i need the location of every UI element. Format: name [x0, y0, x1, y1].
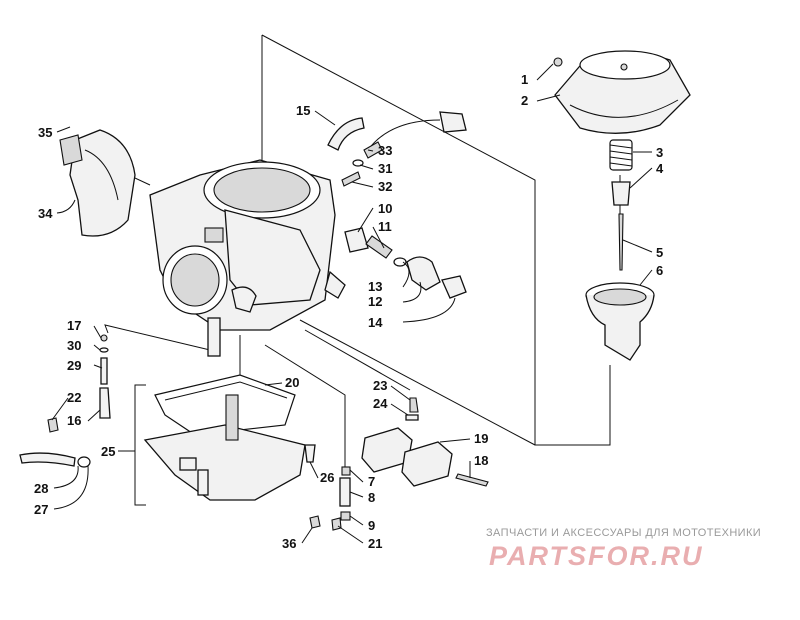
callout-21: 21: [368, 536, 382, 551]
callout-16: 16: [67, 413, 81, 428]
callout-12: 12: [368, 294, 382, 309]
callout-33: 33: [378, 143, 392, 158]
callout-25: 25: [101, 444, 115, 459]
drain-hose: [19, 452, 91, 468]
throttle-sensor: [341, 111, 467, 187]
callout-28: 28: [34, 481, 48, 496]
small-parts: [47, 334, 342, 531]
main-jet-stack: [339, 466, 351, 521]
callout-13: 13: [368, 279, 382, 294]
leader-lines: [51, 63, 653, 544]
side-cover: [59, 129, 136, 237]
pilot-screw-assembly: [344, 227, 467, 299]
callout-35: 35: [38, 125, 52, 140]
callout-5: 5: [656, 245, 663, 260]
callout-8: 8: [368, 490, 375, 505]
cover-screw: [553, 57, 563, 67]
carburetor-body: [149, 159, 346, 357]
callout-34: 34: [38, 206, 53, 221]
group-bracket: [118, 384, 146, 506]
callout-14: 14: [368, 315, 383, 330]
callout-6: 6: [656, 263, 663, 278]
callout-9: 9: [368, 518, 375, 533]
callout-labels: 1 2 3 4 5 6 7 8 9 10 11 12 13 14 15 16 1…: [34, 72, 664, 551]
callout-11: 11: [378, 219, 392, 234]
callout-29: 29: [67, 358, 81, 373]
callout-10: 10: [378, 201, 392, 216]
callout-4: 4: [656, 161, 664, 176]
callout-30: 30: [67, 338, 81, 353]
watermark-tagline: ЗАПЧАСТИ И АКСЕССУАРЫ ДЛЯ МОТОТЕХНИКИ: [486, 527, 762, 539]
jet-needle: [618, 213, 624, 271]
float-needle: [405, 397, 419, 421]
callout-22: 22: [67, 390, 81, 405]
float-bowl: [143, 374, 306, 501]
spring: [609, 139, 633, 171]
callout-18: 18: [474, 453, 488, 468]
callout-17: 17: [67, 318, 81, 333]
top-cover: [553, 50, 691, 134]
watermark-logo: PARTSFOR.RU: [489, 541, 704, 571]
callout-1: 1: [521, 72, 528, 87]
callout-32: 32: [378, 179, 392, 194]
callout-20: 20: [285, 375, 299, 390]
callout-36: 36: [282, 536, 296, 551]
callout-3: 3: [656, 145, 663, 160]
callout-26: 26: [320, 470, 334, 485]
callout-27: 27: [34, 502, 48, 517]
callout-7: 7: [368, 474, 375, 489]
vent-hose: [327, 117, 365, 151]
callout-23: 23: [373, 378, 387, 393]
callout-15: 15: [296, 103, 310, 118]
callout-19: 19: [474, 431, 488, 446]
needle-retainer: [611, 181, 631, 206]
diaphragm-slide: [585, 282, 655, 361]
callout-24: 24: [373, 396, 388, 411]
callout-31: 31: [378, 161, 392, 176]
float: [361, 427, 489, 487]
callout-2: 2: [521, 93, 528, 108]
